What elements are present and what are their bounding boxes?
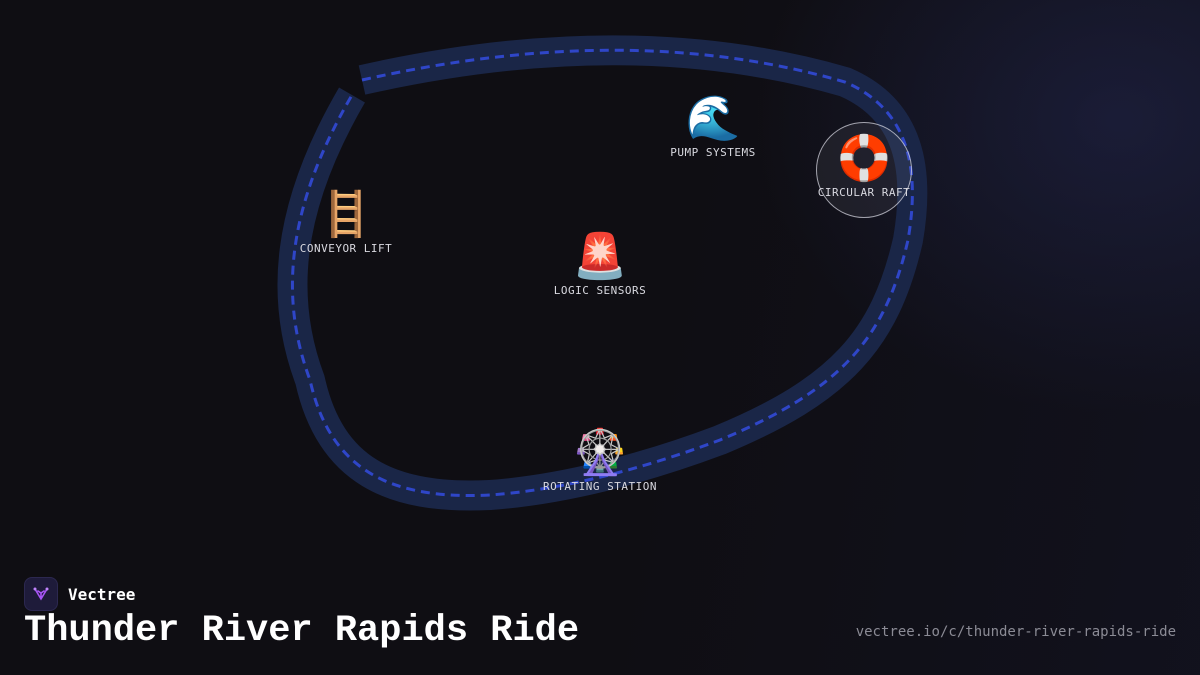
ride-path bbox=[290, 48, 914, 498]
node-logic-sensors[interactable]: 🚨 LOGIC SENSORS bbox=[500, 231, 700, 298]
ladder-icon: 🪜 bbox=[318, 189, 374, 240]
node-conveyor-lift[interactable]: 🪜 CONVEYOR LIFT bbox=[246, 189, 446, 256]
node-pump-systems[interactable]: 🌊 PUMP SYSTEMS bbox=[613, 93, 813, 160]
page-url[interactable]: vectree.io/c/thunder-river-rapids-ride bbox=[855, 624, 1176, 640]
node-circular-raft[interactable]: 🛟 CIRCULAR RAFT bbox=[764, 133, 964, 200]
wave-icon: 🌊 bbox=[685, 93, 741, 144]
brand-name: Vectree bbox=[68, 584, 136, 604]
node-label: LOGIC SENSORS bbox=[553, 284, 647, 297]
vectree-logo-icon bbox=[24, 577, 58, 611]
siren-icon: 🚨 bbox=[572, 231, 628, 282]
page-title: Thunder River Rapids Ride bbox=[24, 610, 580, 652]
selected-node-ring bbox=[816, 122, 912, 218]
ring-buoy-icon: 🛟 bbox=[836, 133, 892, 184]
ferris-wheel-icon: 🎡 bbox=[572, 427, 628, 478]
node-label: ROTATING STATION bbox=[543, 480, 657, 493]
node-label: CIRCULAR RAFT bbox=[817, 186, 911, 199]
brand[interactable]: Vectree bbox=[24, 577, 135, 611]
node-rotating-station[interactable]: 🎡 ROTATING STATION bbox=[500, 427, 700, 494]
node-label: PUMP SYSTEMS bbox=[670, 146, 756, 159]
node-label: CONVEYOR LIFT bbox=[299, 242, 393, 255]
